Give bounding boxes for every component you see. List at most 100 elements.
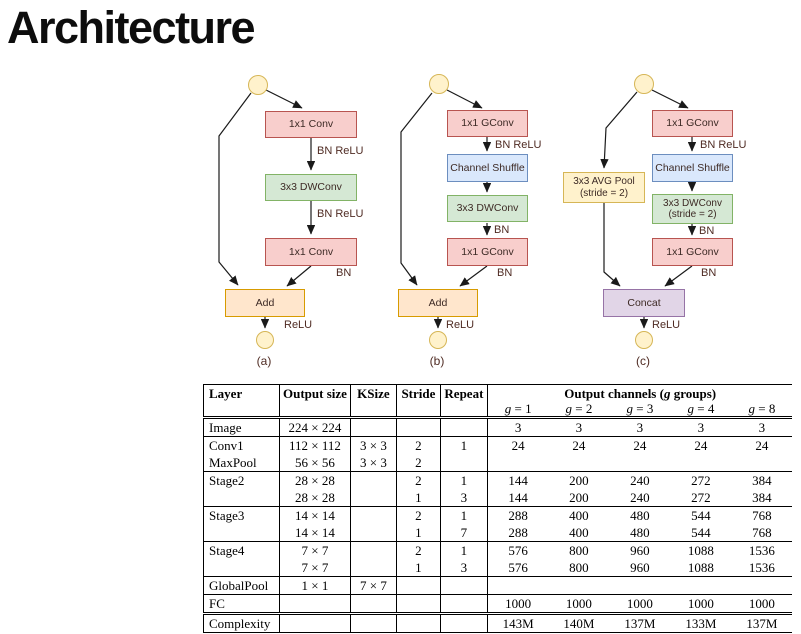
cell-output-size bbox=[279, 594, 351, 614]
cell-stride bbox=[395, 612, 441, 633]
cell-channels-g5: 3 bbox=[731, 416, 793, 437]
page-title: Architecture bbox=[7, 2, 256, 53]
cell-output-size: 112 × 112 bbox=[279, 436, 351, 454]
cell-channels-g4: 1088 bbox=[670, 541, 732, 559]
cell-channels-g4: 544 bbox=[691, 524, 711, 540]
node-label: 3x3 DWConv bbox=[280, 181, 342, 194]
node-label: 1x1 GConv bbox=[666, 245, 719, 258]
cell-channels-g3: 1000 bbox=[609, 594, 671, 614]
cell-ksize: 3 × 3 bbox=[349, 454, 397, 472]
cell-channels-g5: 768 bbox=[731, 506, 793, 524]
cell-stride: 1 bbox=[395, 559, 441, 577]
edge-label-bn-relu: BN ReLU bbox=[700, 139, 747, 151]
cell-channels-g2: 140M bbox=[548, 612, 610, 633]
cell-layer: Stage4 bbox=[203, 541, 280, 559]
edge-label-bn: BN bbox=[701, 267, 717, 279]
cell-stride: 2 bbox=[395, 454, 441, 472]
cell-channels-g3 bbox=[609, 454, 670, 472]
cell-layer: MaxPool bbox=[209, 454, 257, 470]
cell-channels-g2: 3 bbox=[548, 416, 610, 437]
cell-ksize: 3 × 3 bbox=[349, 436, 397, 454]
cell-output-size: 1 × 1 bbox=[279, 576, 351, 595]
group-header-g1: g = 1 bbox=[486, 401, 549, 418]
caption-a: (a) bbox=[256, 354, 272, 368]
cell-ksize bbox=[349, 541, 397, 559]
cell-channels-g4: 272 bbox=[670, 471, 732, 489]
cell-channels-g4: 3 bbox=[670, 416, 732, 437]
node-b-1x1-gconv-top: 1x1 GConv bbox=[447, 110, 528, 137]
cell-channels-g3: 3 bbox=[609, 416, 671, 437]
node-c-1x1-gconv-top: 1x1 GConv bbox=[652, 110, 733, 137]
edge-label-bn-relu: BN ReLU bbox=[495, 139, 542, 151]
cell-channels-g2: 800 bbox=[548, 541, 610, 559]
node-b-3x3-dwconv: 3x3 DWConv bbox=[447, 195, 528, 222]
cell-channels-g1: 288 bbox=[486, 524, 549, 542]
a-output-node bbox=[256, 331, 274, 349]
cell-repeat bbox=[439, 454, 488, 472]
node-label: Channel Shuffle bbox=[655, 161, 730, 174]
node-label: 1x1 GConv bbox=[461, 117, 514, 130]
cell-channels-g2: 400 bbox=[548, 506, 610, 524]
cell-channels-g1: 288 bbox=[486, 506, 549, 524]
cell-channels-g3: 960 bbox=[609, 541, 671, 559]
node-c-3x3-avg-pool: 3x3 AVG Pool (stride = 2) bbox=[563, 172, 645, 203]
cell-layer: Stage3 bbox=[203, 506, 280, 524]
cell-repeat bbox=[439, 576, 488, 595]
cell-repeat: 1 bbox=[439, 541, 488, 559]
c-output-node bbox=[635, 331, 653, 349]
cell-channels-g3 bbox=[609, 576, 671, 595]
node-a-3x3-dwconv: 3x3 DWConv bbox=[265, 174, 357, 201]
cell-channels-g3: 240 bbox=[609, 471, 671, 489]
cell-channels-g2 bbox=[548, 576, 610, 595]
group-header-g2: g = 2 bbox=[565, 401, 593, 416]
cell-stride: 2 bbox=[395, 541, 441, 559]
cell-ksize: 7 × 7 bbox=[349, 576, 397, 595]
cell-channels-g2: 200 bbox=[569, 489, 589, 505]
cell-channels-g1: 24 bbox=[486, 436, 549, 454]
node-label: 1x1 GConv bbox=[666, 117, 719, 130]
cell-repeat: 3 bbox=[439, 489, 488, 507]
cell-channels-g3: 137M bbox=[609, 612, 671, 633]
cell-channels-g1: 3 bbox=[486, 416, 549, 437]
cell-channels-g5: 768 bbox=[752, 524, 772, 540]
node-label: 3x3 DWConv bbox=[663, 197, 722, 209]
caption-c: (c) bbox=[636, 354, 650, 368]
cell-ksize bbox=[349, 416, 397, 437]
cell-repeat: 1 bbox=[439, 471, 488, 489]
node-label: (stride = 2) bbox=[668, 209, 717, 220]
cell-layer bbox=[204, 489, 280, 507]
cell-channels-g5: 1536 bbox=[748, 559, 775, 575]
cell-ksize bbox=[349, 506, 397, 524]
edge-label-relu: ReLU bbox=[652, 319, 681, 331]
cell-channels-g1 bbox=[486, 454, 549, 472]
edge-label-bn-relu: BN ReLU bbox=[317, 208, 364, 220]
table-header-row: Layer Output size KSize Stride Repeat Ou… bbox=[204, 384, 793, 418]
cell-channels-g4: 544 bbox=[670, 506, 732, 524]
cell-output-size: 7 × 7 bbox=[279, 559, 351, 577]
cell-channels-g5: 384 bbox=[731, 471, 793, 489]
cell-output-size bbox=[279, 612, 351, 633]
cell-channels-g1 bbox=[486, 576, 549, 595]
cell-channels-g1: 143M bbox=[486, 612, 549, 633]
cell-channels-g5: 24 bbox=[731, 436, 793, 454]
edge-label-bn: BN bbox=[336, 267, 352, 279]
node-label: Add bbox=[428, 296, 448, 309]
b-input-node bbox=[429, 74, 449, 94]
cell-channels-g2: 1000 bbox=[548, 594, 610, 614]
cell-layer bbox=[204, 524, 280, 542]
cell-stride: 2 bbox=[395, 471, 441, 489]
node-label: Add bbox=[255, 296, 275, 309]
architecture-table: Layer Output size KSize Stride Repeat Ou… bbox=[203, 384, 793, 633]
cell-output-size: 28 × 28 bbox=[279, 471, 351, 489]
cell-ksize bbox=[349, 524, 397, 542]
cell-layer: Image bbox=[203, 416, 280, 437]
cell-ksize bbox=[349, 594, 397, 614]
node-c-channel-shuffle: Channel Shuffle bbox=[652, 154, 733, 182]
